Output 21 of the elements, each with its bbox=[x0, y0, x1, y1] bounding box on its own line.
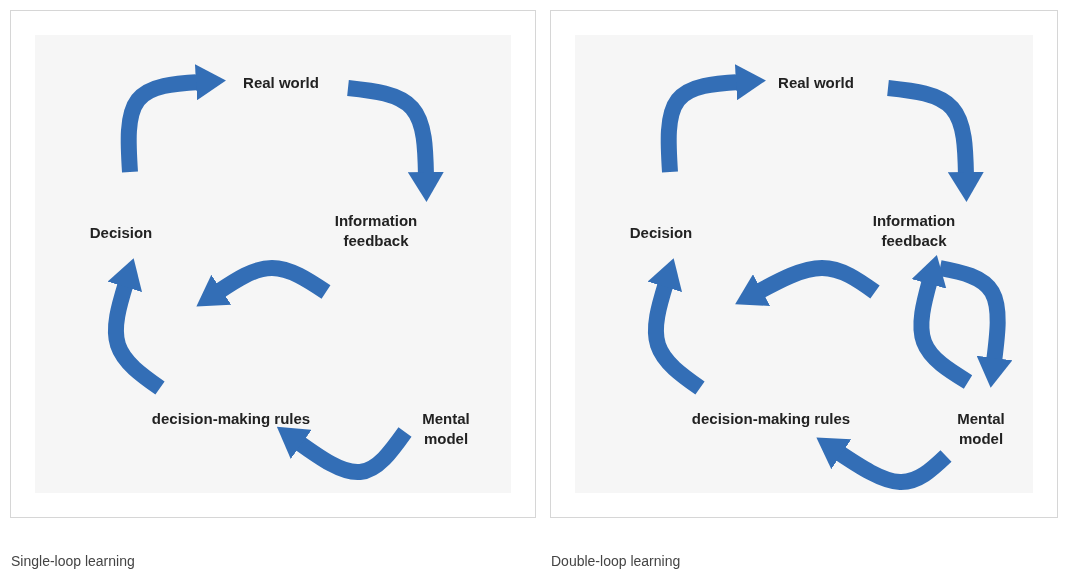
panel-caption: Single-loop learning bbox=[11, 553, 135, 569]
curved-arrow bbox=[887, 80, 984, 202]
curved-arrow bbox=[660, 64, 766, 173]
stage-label: Mental model bbox=[936, 409, 1026, 449]
curved-arrow bbox=[938, 260, 1013, 388]
stage-label: decision-making rules bbox=[686, 409, 856, 429]
curved-arrow bbox=[196, 260, 331, 307]
curved-arrow bbox=[120, 64, 226, 173]
panel-caption: Double-loop learning bbox=[551, 553, 681, 569]
stage-label: Mental model bbox=[401, 409, 491, 449]
stage-label: Decision bbox=[606, 223, 716, 243]
stage-label: Information feedback bbox=[844, 211, 984, 251]
stage-label: Real world bbox=[216, 73, 346, 93]
stage-label: decision-making rules bbox=[146, 409, 316, 429]
curved-arrow bbox=[647, 258, 705, 395]
curved-arrow bbox=[107, 258, 165, 395]
curved-arrow bbox=[735, 260, 880, 306]
stage-label: Real world bbox=[751, 73, 881, 93]
stage-label: Decision bbox=[66, 223, 176, 243]
curved-arrow bbox=[347, 80, 444, 202]
stage-label: Information feedback bbox=[306, 211, 446, 251]
